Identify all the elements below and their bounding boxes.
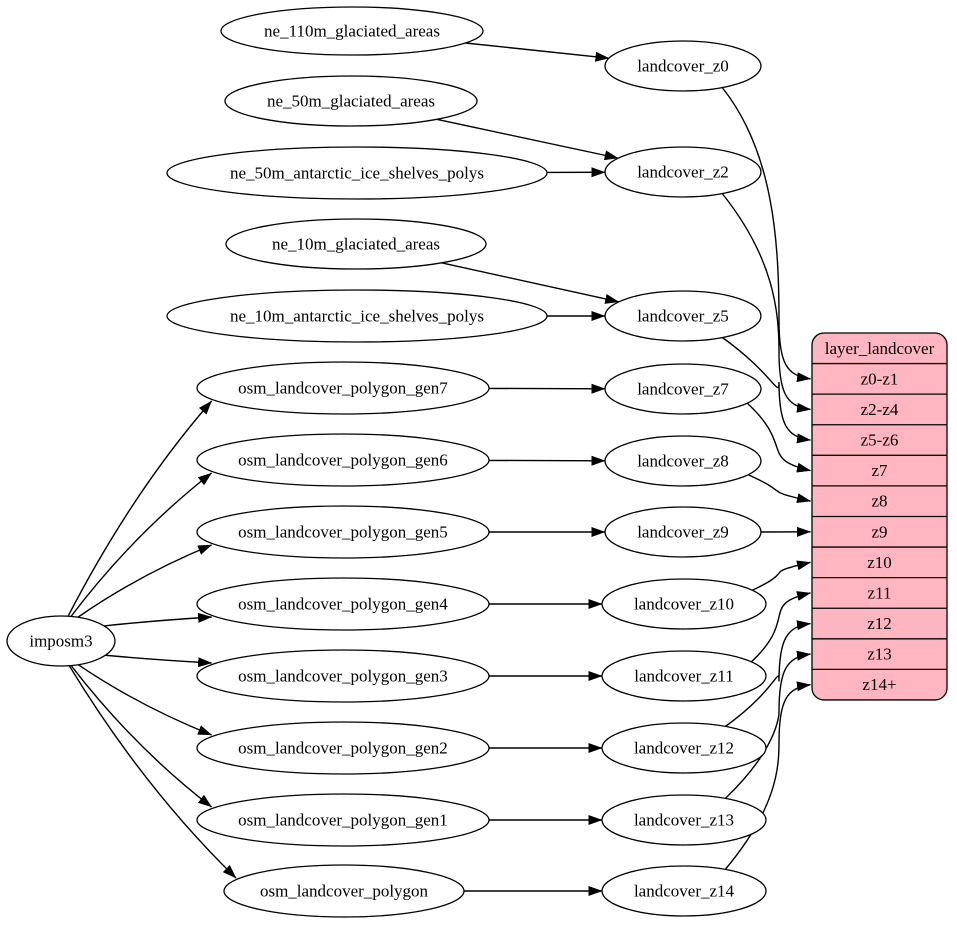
node-label-landcover_z12: landcover_z12 bbox=[634, 739, 734, 758]
node-landcover_z14: landcover_z14 bbox=[602, 866, 766, 916]
edge-imposm3-to-osm_landcover_polygon_gen4 bbox=[104, 617, 212, 626]
node-ne_10m_glaciated_areas: ne_10m_glaciated_areas bbox=[226, 219, 486, 269]
node-label-osm_landcover_polygon_gen4: osm_landcover_polygon_gen4 bbox=[238, 595, 448, 614]
table-layer_landcover: layer_landcover z0-z1 z2-z4 z5-z6 z7 z8 z9 z10 z… bbox=[812, 333, 947, 700]
node-label-landcover_z0: landcover_z0 bbox=[637, 57, 729, 76]
table-row-z10: z10 bbox=[867, 553, 892, 572]
node-landcover_z13: landcover_z13 bbox=[602, 795, 766, 845]
node-osm_landcover_polygon_gen5: osm_landcover_polygon_gen5 bbox=[197, 506, 489, 558]
node-label-landcover_z10: landcover_z10 bbox=[634, 595, 734, 614]
node-ne_50m_antarctic_ice_shelves_polys: ne_50m_antarctic_ice_shelves_polys bbox=[167, 147, 547, 199]
table-row-z7: z7 bbox=[871, 461, 888, 480]
node-label-ne_10m_glaciated_areas: ne_10m_glaciated_areas bbox=[272, 235, 440, 254]
edge-imposm3-to-osm_landcover_polygon_gen5 bbox=[78, 545, 212, 617]
node-label-landcover_z11: landcover_z11 bbox=[634, 667, 733, 686]
table-title: layer_landcover bbox=[825, 339, 935, 358]
edge-ne_110m_glaciated_areas-to-landcover_z0 bbox=[465, 43, 608, 58]
table-row-z8: z8 bbox=[871, 492, 887, 511]
node-landcover_z12: landcover_z12 bbox=[602, 723, 766, 773]
node-landcover_z7: landcover_z7 bbox=[605, 364, 761, 414]
node-label-ne_50m_glaciated_areas: ne_50m_glaciated_areas bbox=[267, 92, 435, 111]
node-landcover_z9: landcover_z9 bbox=[605, 507, 761, 557]
edge-imposm3-to-osm_landcover_polygon_gen1 bbox=[71, 666, 211, 807]
node-imposm3: imposm3 bbox=[7, 616, 115, 666]
node-label-osm_landcover_polygon_gen7: osm_landcover_polygon_gen7 bbox=[238, 379, 448, 398]
node-osm_landcover_polygon: osm_landcover_polygon bbox=[224, 865, 464, 917]
node-label-osm_landcover_polygon_gen2: osm_landcover_polygon_gen2 bbox=[238, 739, 448, 758]
node-label-ne_110m_glaciated_areas: ne_110m_glaciated_areas bbox=[264, 22, 440, 41]
node-label-landcover_z8: landcover_z8 bbox=[637, 452, 729, 471]
node-label-landcover_z5: landcover_z5 bbox=[637, 307, 729, 326]
node-ne_10m_antarctic_ice_shelves_polys: ne_10m_antarctic_ice_shelves_polys bbox=[167, 290, 547, 342]
node-label-osm_landcover_polygon_gen1: osm_landcover_polygon_gen1 bbox=[238, 811, 448, 830]
node-osm_landcover_polygon_gen6: osm_landcover_polygon_gen6 bbox=[197, 434, 489, 486]
table-row-z5-z6: z5-z6 bbox=[861, 431, 899, 450]
node-label-osm_landcover_polygon: osm_landcover_polygon bbox=[260, 882, 429, 901]
node-label-osm_landcover_polygon_gen3: osm_landcover_polygon_gen3 bbox=[238, 667, 448, 686]
edge-landcover_z8-to-row-z8 bbox=[745, 474, 810, 502]
node-landcover_z11: landcover_z11 bbox=[602, 651, 766, 701]
node-label-landcover_z2: landcover_z2 bbox=[637, 163, 729, 182]
table-row-z0-z1: z0-z1 bbox=[861, 369, 899, 388]
node-label-osm_landcover_polygon_gen5: osm_landcover_polygon_gen5 bbox=[238, 523, 448, 542]
table-row-z9: z9 bbox=[871, 522, 887, 541]
node-landcover_z10: landcover_z10 bbox=[602, 579, 766, 629]
edge-imposm3-to-osm_landcover_polygon bbox=[69, 666, 236, 878]
node-osm_landcover_polygon_gen1: osm_landcover_polygon_gen1 bbox=[197, 794, 489, 846]
node-label-imposm3: imposm3 bbox=[29, 632, 92, 651]
table-row-z2-z4: z2-z4 bbox=[861, 400, 899, 419]
edge-landcover_z14-to-row-z14+ bbox=[725, 685, 811, 870]
table-row-z13: z13 bbox=[867, 645, 892, 664]
node-label-osm_landcover_polygon_gen6: osm_landcover_polygon_gen6 bbox=[238, 451, 448, 470]
node-label-landcover_z7: landcover_z7 bbox=[637, 380, 729, 399]
node-osm_landcover_polygon_gen7: osm_landcover_polygon_gen7 bbox=[197, 362, 489, 414]
node-label-ne_50m_antarctic_ice_shelves_polys: ne_50m_antarctic_ice_shelves_polys bbox=[230, 164, 484, 183]
table-row-z14+: z14+ bbox=[862, 675, 896, 694]
node-osm_landcover_polygon_gen2: osm_landcover_polygon_gen2 bbox=[197, 722, 489, 774]
node-osm_landcover_polygon_gen4: osm_landcover_polygon_gen4 bbox=[197, 578, 489, 630]
table-row-z12: z12 bbox=[867, 614, 892, 633]
node-osm_landcover_polygon_gen3: osm_landcover_polygon_gen3 bbox=[197, 650, 489, 702]
node-ne_110m_glaciated_areas: ne_110m_glaciated_areas bbox=[221, 7, 483, 55]
node-ne_50m_glaciated_areas: ne_50m_glaciated_areas bbox=[225, 76, 477, 126]
node-label-landcover_z9: landcover_z9 bbox=[637, 523, 729, 542]
node-label-landcover_z13: landcover_z13 bbox=[634, 811, 734, 830]
node-landcover_z5: landcover_z5 bbox=[605, 291, 761, 341]
edge-imposm3-to-osm_landcover_polygon_gen3 bbox=[105, 655, 211, 663]
node-label-ne_10m_antarctic_ice_shelves_polys: ne_10m_antarctic_ice_shelves_polys bbox=[230, 307, 484, 326]
edge-imposm3-to-osm_landcover_polygon_gen7 bbox=[68, 401, 212, 616]
node-label-landcover_z14: landcover_z14 bbox=[634, 882, 735, 901]
node-landcover_z8: landcover_z8 bbox=[605, 436, 761, 486]
node-landcover_z2: landcover_z2 bbox=[605, 147, 761, 197]
edge-imposm3-to-osm_landcover_polygon_gen6 bbox=[71, 473, 212, 616]
node-landcover_z0: landcover_z0 bbox=[605, 41, 761, 91]
edge-landcover_z10-to-row-z10 bbox=[750, 562, 811, 591]
table-row-z11: z11 bbox=[868, 583, 892, 602]
